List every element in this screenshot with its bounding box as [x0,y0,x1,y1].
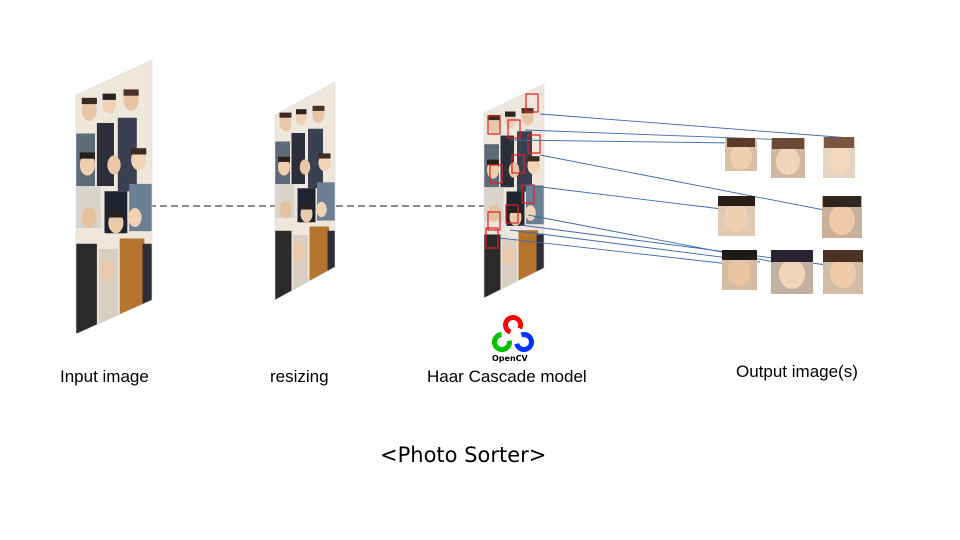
resizing-label: resizing [270,367,329,386]
detection-box [525,93,539,113]
haar-detection-panel [483,83,545,299]
diagram-title: <Photo Sorter> [380,443,547,467]
opencv-logo-text: OpenCV [492,354,528,363]
output-face-thumbnail [771,138,805,178]
detection-box [487,115,501,135]
output-face-thumbnail [771,250,813,294]
detection-box [485,227,499,249]
output-face-thumbnail [823,137,855,178]
detection-box [505,204,519,224]
output-face-thumbnail [718,196,755,236]
output-face-thumbnail [722,250,757,290]
detection-box [489,164,503,184]
haar-cascade-label: Haar Cascade model [427,367,587,386]
resized-image-panel [274,81,336,301]
output-face-thumbnail [823,250,863,294]
detection-box [487,211,501,231]
output-face-thumbnail [725,138,757,171]
detection-box [527,134,541,154]
output-face-thumbnail [822,196,862,238]
face-connector-lines [499,113,851,269]
input-image-label: Input image [60,367,149,386]
output-faces [718,137,863,294]
output-images-label: Output image(s) [736,362,858,381]
input-image-panel [75,59,153,335]
opencv-logo-icon [492,315,534,352]
detection-box [507,119,521,139]
detection-box [511,154,525,174]
